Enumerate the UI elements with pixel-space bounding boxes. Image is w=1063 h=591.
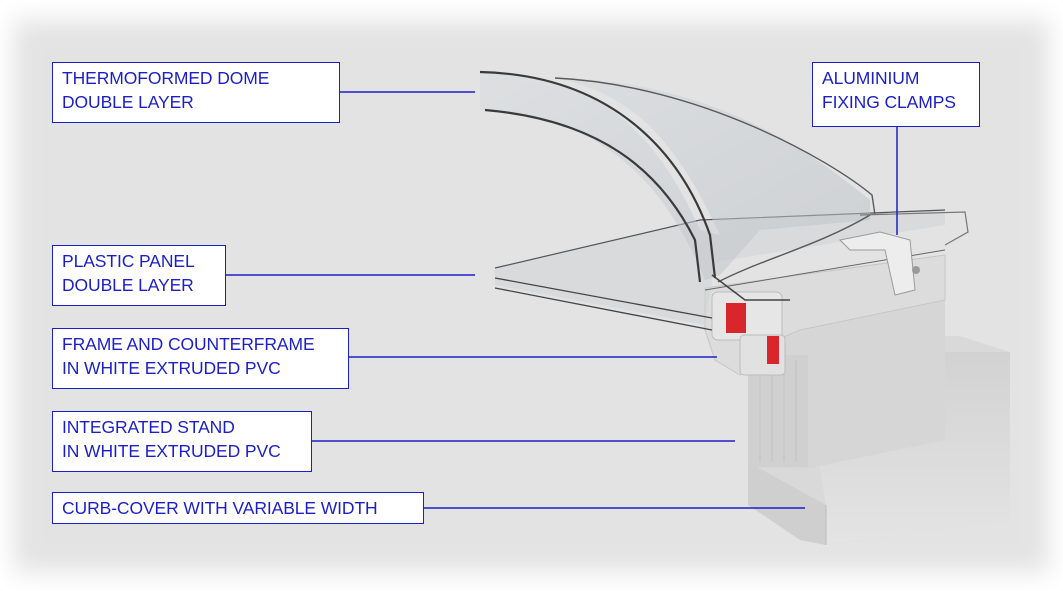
label-plastic-panel: PLASTIC PANEL DOUBLE LAYER [52,245,226,306]
label-clamps-line1: ALUMINIUM [822,68,920,88]
leader-lines [226,91,898,509]
label-clamps-line2: FIXING CLAMPS [822,92,956,112]
label-frame-line1: FRAME AND COUNTERFRAME [62,334,315,354]
label-stand-line1: INTEGRATED STAND [62,417,235,437]
thermoformed-dome [479,70,969,301]
label-curb-line1: CURB-COVER WITH VARIABLE WIDTH [62,498,378,518]
label-dome-line1: THERMOFORMED DOME [62,68,270,88]
label-stand-line2: IN WHITE EXTRUDED PVC [62,441,281,461]
label-integrated-stand: INTEGRATED STAND IN WHITE EXTRUDED PVC [52,411,312,472]
label-frame-line2: IN WHITE EXTRUDED PVC [62,358,281,378]
gasket-lower [767,336,779,364]
gasket-upper [726,303,746,333]
label-curb-cover: CURB-COVER WITH VARIABLE WIDTH [52,492,424,524]
label-frame-counterframe: FRAME AND COUNTERFRAME IN WHITE EXTRUDED… [52,328,349,389]
label-panel-line1: PLASTIC PANEL [62,251,195,271]
label-dome-line2: DOUBLE LAYER [62,92,194,112]
label-thermoformed-dome: THERMOFORMED DOME DOUBLE LAYER [52,62,340,123]
pvc-frame [704,254,946,376]
aluminium-fixing-clamp [838,231,920,296]
label-aluminium-fixing-clamps: ALUMINIUM FIXING CLAMPS [812,62,980,127]
label-panel-line2: DOUBLE LAYER [62,275,194,295]
